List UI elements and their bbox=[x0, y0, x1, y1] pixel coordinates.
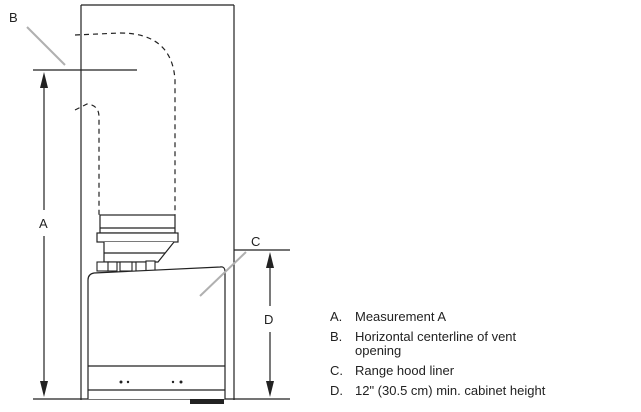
leader-c bbox=[199, 251, 247, 297]
legend-text: 12" (30.5 cm) min. cabinet height bbox=[355, 383, 546, 398]
range-hood-liner bbox=[87, 266, 226, 399]
callout-d: D bbox=[264, 312, 273, 327]
vent-duct-dashed bbox=[74, 32, 176, 215]
hood-indicator-dots bbox=[119, 380, 183, 384]
legend-key: C. bbox=[330, 363, 343, 378]
hood-bottom-detail bbox=[190, 399, 224, 404]
legend-item: D. 12" (30.5 cm) min. cabinet height bbox=[330, 384, 640, 398]
legend-key: D. bbox=[330, 383, 343, 398]
legend-item: C. Range hood liner bbox=[330, 364, 640, 378]
legend: A. Measurement A B. Horizontal centerlin… bbox=[330, 310, 640, 404]
dimension-d-arrowheads bbox=[266, 252, 274, 397]
legend-item: B. Horizontal centerline of vent opening bbox=[330, 330, 640, 358]
legend-key: A. bbox=[330, 309, 343, 324]
duct-transition bbox=[96, 214, 179, 263]
legend-item: A. Measurement A bbox=[330, 310, 640, 324]
callout-c: C bbox=[251, 234, 260, 249]
legend-text: Range hood liner bbox=[355, 363, 455, 378]
legend-text: Horizontal centerline of vent opening bbox=[355, 329, 517, 358]
dimension-a-arrowheads bbox=[40, 72, 48, 397]
legend-key: B. bbox=[330, 329, 343, 344]
legend-text: Measurement A bbox=[355, 309, 447, 324]
callout-b: B bbox=[9, 10, 18, 25]
callout-a: A bbox=[39, 216, 48, 231]
leader-b bbox=[26, 26, 66, 66]
hood-connectors bbox=[96, 260, 156, 272]
